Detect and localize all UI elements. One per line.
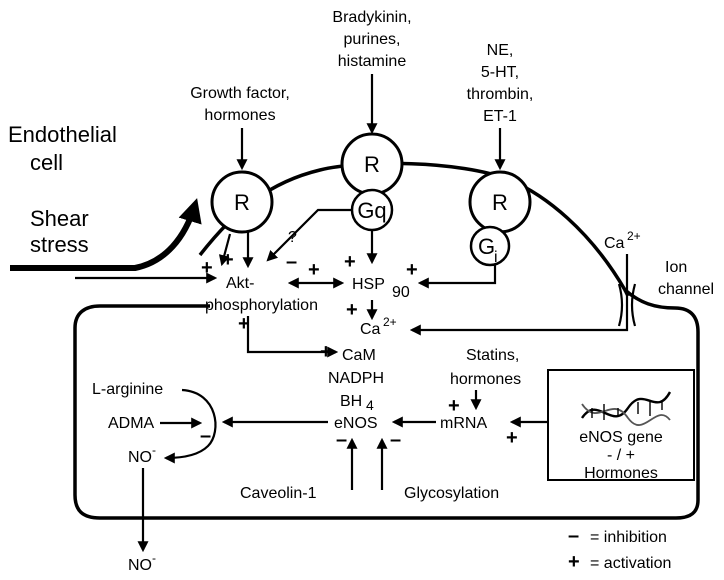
ca-internal-main: Ca xyxy=(360,321,381,338)
sign-hsp-plus-left: + xyxy=(344,251,356,273)
caveolin-label: Caveolin-1 xyxy=(240,485,317,502)
no-external-main: NO xyxy=(128,557,152,574)
dna-helix-icon xyxy=(581,391,672,426)
no-internal-sup: - xyxy=(152,443,156,457)
gene-box-line2: - / + xyxy=(607,447,635,464)
sign-adma-minus: – xyxy=(200,425,211,447)
legend-activation-symbol: + xyxy=(568,551,580,573)
gi-subscript: i xyxy=(494,249,498,266)
ion-channel-line1: Ion xyxy=(665,259,687,276)
cell-label-line1: Endothelial xyxy=(8,122,117,147)
ne-line2: 5-HT, xyxy=(481,64,519,81)
no-internal-main: NO xyxy=(128,449,152,466)
gene-box-line1: eNOS gene xyxy=(579,429,663,446)
sign-hsp-plus-right: + xyxy=(406,259,418,281)
nadph-label: NADPH xyxy=(328,370,384,387)
sign-akt-lower-plus: + xyxy=(238,313,250,335)
cell-label-line2: cell xyxy=(30,150,63,175)
sign-enos-minus-right: – xyxy=(390,429,401,451)
growth-factor-line1: Growth factor, xyxy=(190,85,290,102)
glycosylation-label: Glycosylation xyxy=(404,485,499,502)
shear-stress-line1: Shear xyxy=(30,206,89,231)
legend-inhibition-symbol: – xyxy=(568,525,579,547)
l-arginine-to-no-curve xyxy=(163,388,217,464)
ne-line1: NE, xyxy=(487,42,514,59)
mrna-label: mRNA xyxy=(440,415,487,432)
bradykinin-line2: purines, xyxy=(344,31,401,48)
adma-label: ADMA xyxy=(108,415,155,432)
akt-line1: Akt- xyxy=(226,275,254,292)
receptor-left-label: R xyxy=(234,190,250,215)
growth-factor-line2: hormones xyxy=(204,107,275,124)
gi-protein xyxy=(469,225,511,267)
gene-box-line3: Hormones xyxy=(584,465,658,482)
gq-label: Gq xyxy=(357,198,386,223)
sign-cofactor-plus: + xyxy=(320,341,332,363)
ne-line3: thrombin, xyxy=(467,86,534,103)
ion-channel-symbol xyxy=(617,283,637,327)
akt-to-cofactors xyxy=(246,316,339,358)
sign-enos-minus-left: – xyxy=(336,429,347,451)
sign-mrna-plus-top: + xyxy=(448,395,460,417)
statins-line2: hormones xyxy=(450,371,521,388)
receptor-left-side-to-akt xyxy=(218,233,232,267)
legend-inhibition-text: = inhibition xyxy=(590,529,667,546)
bh-label: BH xyxy=(340,393,362,410)
receptor-right-label: R xyxy=(492,190,508,215)
gi-label: G xyxy=(478,234,495,259)
enos-gene-box xyxy=(547,369,695,481)
hsp-subscript: 90 xyxy=(392,284,410,301)
receptor-middle-label: R xyxy=(364,152,380,177)
bradykinin-line3: histamine xyxy=(338,53,407,70)
sign-akt-plus-top: + xyxy=(222,249,234,271)
hsp-main: HSP xyxy=(352,276,385,293)
ne-line4: ET-1 xyxy=(483,108,517,125)
gq-to-akt-question xyxy=(266,208,352,262)
receptor-left xyxy=(210,170,274,234)
sign-mrna-plus-right: + xyxy=(506,427,518,449)
no-external-sup: - xyxy=(152,551,156,565)
sign-akt-minus: – xyxy=(286,251,297,273)
bradykinin-line1: Bradykinin, xyxy=(332,9,411,26)
question-mark: ? xyxy=(288,229,297,246)
shear-stress-arrow xyxy=(10,198,202,271)
ca-internal-sup: 2+ xyxy=(383,315,397,329)
gi-to-hsp xyxy=(417,265,497,289)
akt-line2: phosphorylation xyxy=(205,297,318,314)
sign-ca-plus: + xyxy=(346,299,358,321)
ca-external-main: Ca xyxy=(604,235,625,252)
bh-subscript: 4 xyxy=(366,397,374,413)
shear-stress-line2: stress xyxy=(30,232,89,257)
ca-external-sup: 2+ xyxy=(627,229,641,243)
ion-channel-to-ca xyxy=(409,254,629,336)
cell-membrane-top xyxy=(73,161,700,520)
cam-label: CaM xyxy=(342,347,376,364)
legend-activation-text: = activation xyxy=(590,555,671,572)
enos-label: eNOS xyxy=(334,415,378,432)
l-arginine-label: L-arginine xyxy=(92,381,163,398)
sign-akt-hsp-plus: + xyxy=(308,259,320,281)
ion-channel-line2: channel xyxy=(658,281,714,298)
statins-line1: Statins, xyxy=(466,347,519,364)
sign-shear-plus: + xyxy=(201,257,213,279)
